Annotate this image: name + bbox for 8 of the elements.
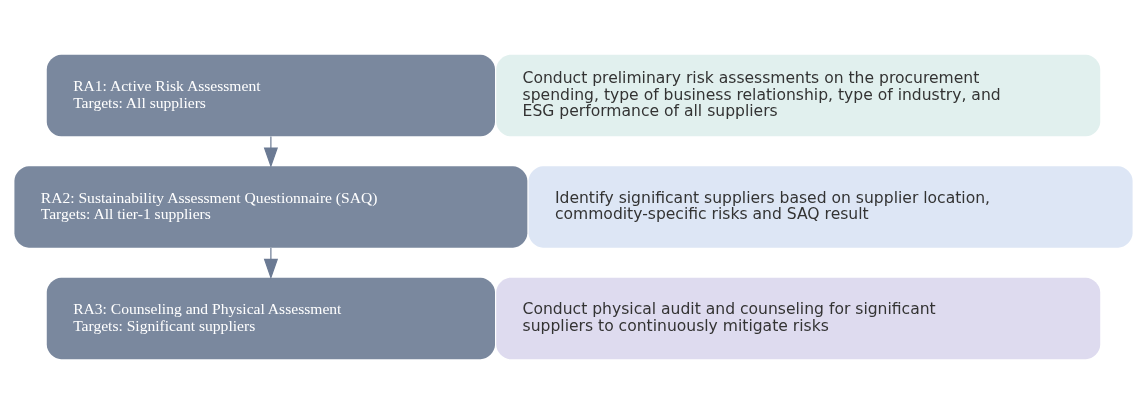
arrow bbox=[263, 247, 279, 280]
node-box: Conduct preliminary risk assessments on the procurement spending, type of business relationship, type of industry, and ESG performance of all suppliers bbox=[496, 54, 1101, 137]
arrow bbox=[263, 135, 279, 168]
node-box: RA1: Active Risk Assessment Targets: All suppliers bbox=[46, 54, 495, 137]
node-box: Conduct physical audit and counseling for significant suppliers to continuously mitigate risks bbox=[496, 277, 1101, 360]
node-box: RA2: Sustainability Assessment Questionnaire (SAQ) Targets: All tier-1 suppliers bbox=[14, 166, 528, 248]
node-box: Identify significant suppliers based on supplier location, commodity-specific risks and SAQ result bbox=[528, 166, 1133, 248]
node-box: RA3: Counseling and Physical Assessment Targets: Significant suppliers bbox=[46, 277, 495, 360]
